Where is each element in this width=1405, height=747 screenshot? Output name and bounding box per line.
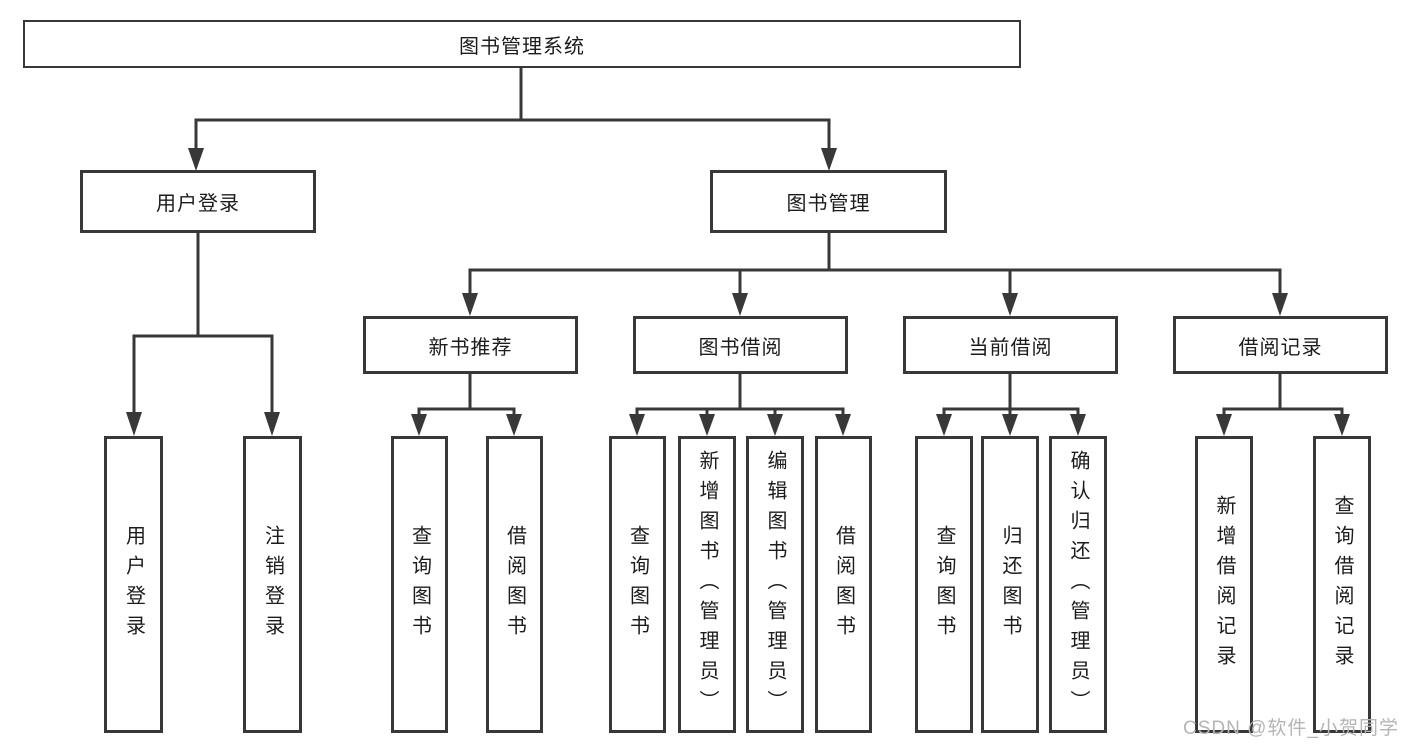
leaf-add-borrow-record-label: 新增借阅记录 [1213, 494, 1235, 675]
node-borrow-records-label: 借阅记录 [1238, 336, 1323, 359]
node-borrow-records: 借阅记录 [1173, 316, 1388, 374]
leaf-query-books-current: 查询图书 [915, 436, 973, 733]
arrowheads [126, 148, 1350, 436]
leaf-edit-book-admin: 编辑图书（管理员） [746, 436, 804, 733]
node-new-book-recommend: 新书推荐 [363, 316, 578, 374]
leaf-query-books-borrowing: 查询图书 [609, 436, 666, 733]
leaf-borrow-books-recommend: 借阅图书 [486, 436, 543, 733]
leaf-edit-book-admin-label: 编辑图书（管理员） [764, 449, 786, 720]
leaf-return-books: 归还图书 [981, 436, 1039, 733]
csdn-watermark: CSDN @软件_小贺同学 [1183, 718, 1399, 739]
leaf-confirm-return-admin-label: 确认归还（管理员） [1067, 449, 1089, 720]
leaf-add-book-admin-label: 新增图书（管理员） [696, 449, 718, 720]
node-book-management-label: 图书管理 [786, 193, 871, 215]
node-root-label: 图书管理系统 [459, 35, 585, 58]
leaf-add-book-admin: 新增图书（管理员） [678, 436, 736, 733]
node-book-borrowing: 图书借阅 [633, 316, 848, 374]
leaf-confirm-return-admin: 确认归还（管理员） [1049, 436, 1107, 733]
leaf-borrow-books: 借阅图书 [815, 436, 872, 733]
leaf-query-books-recommend-label: 查询图书 [408, 524, 431, 645]
leaf-query-borrow-record-label: 查询借阅记录 [1331, 494, 1353, 675]
node-user-login-label: 用户登录 [156, 193, 240, 215]
leaf-borrow-books-label: 借阅图书 [832, 524, 855, 645]
leaf-query-borrow-record: 查询借阅记录 [1313, 436, 1371, 733]
leaf-user-login-label: 用户登录 [122, 524, 145, 645]
leaf-return-books-label: 归还图书 [999, 524, 1021, 645]
leaf-user-login: 用户登录 [104, 436, 163, 733]
node-book-borrowing-label: 图书借阅 [698, 336, 783, 359]
node-user-login: 用户登录 [80, 170, 316, 233]
leaf-add-borrow-record: 新增借阅记录 [1195, 436, 1253, 733]
leaf-query-books-recommend: 查询图书 [391, 436, 448, 733]
node-current-borrowing-label: 当前借阅 [968, 336, 1053, 359]
leaf-query-books-current-label: 查询图书 [933, 524, 955, 645]
leaf-logout: 注销登录 [243, 436, 302, 733]
node-book-management: 图书管理 [710, 170, 947, 233]
node-new-book-recommend-label: 新书推荐 [428, 336, 513, 359]
leaf-logout-label: 注销登录 [261, 524, 284, 645]
node-current-borrowing: 当前借阅 [903, 316, 1118, 374]
leaf-borrow-books-recommend-label: 借阅图书 [503, 524, 526, 645]
node-root-system: 图书管理系统 [23, 20, 1021, 68]
leaf-query-books-borrowing-label: 查询图书 [626, 524, 649, 645]
